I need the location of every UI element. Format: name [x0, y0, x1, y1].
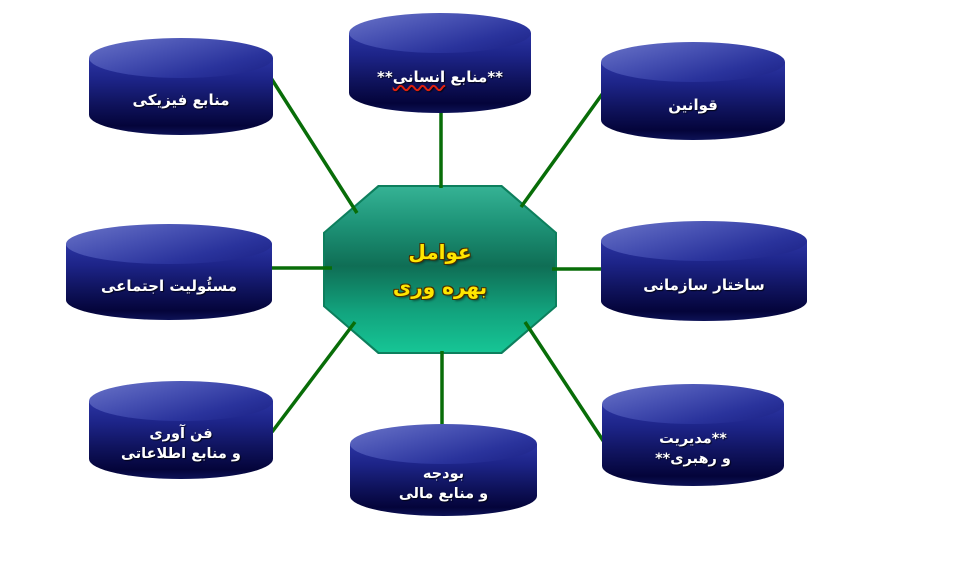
- cylinder-top: [66, 224, 272, 264]
- node-management-leadership: **مدیریت و رهبری**: [602, 384, 784, 486]
- center-title-line2: بهره وری: [392, 274, 488, 299]
- cylinder-top: [601, 42, 785, 82]
- cylinder-top: [349, 13, 531, 53]
- connector-top-right: [519, 91, 605, 209]
- node-laws: قوانین: [601, 42, 785, 140]
- node-label-line1: **مدیریت: [659, 430, 727, 447]
- node-human-resources: **منابع انسانی**: [349, 13, 531, 113]
- node-label-underlined: انسانی: [392, 67, 446, 86]
- node-label-text: ساختار سازمانی: [643, 275, 765, 294]
- node-organizational-structure: ساختار سازمانی: [601, 221, 807, 321]
- node-label: **منابع انسانی**: [349, 49, 531, 105]
- node-label: ساختار سازمانی: [601, 257, 807, 313]
- node-label-prefix: **منابع: [445, 67, 504, 86]
- cylinder-top: [89, 381, 273, 421]
- center-octagon-fill: [325, 187, 555, 352]
- connector-top-left: [269, 77, 359, 214]
- node-label-text: **منابع انسانی**: [377, 67, 503, 88]
- node-label-line2: و رهبری**: [655, 451, 731, 467]
- node-label: منابع فیزیکی: [89, 74, 273, 127]
- node-label-text: مسئُولیت اجتماعی: [100, 276, 238, 295]
- node-label-line2: و منابع مالی: [398, 486, 489, 502]
- node-label-text: قوانین: [668, 95, 718, 114]
- center-octagon: عوامل بهره وری: [323, 185, 557, 354]
- cylinder-top: [602, 384, 784, 424]
- node-label-suffix: **: [376, 67, 393, 86]
- node-label: بودجه و منابع مالی: [350, 460, 537, 508]
- cylinder-top: [89, 38, 273, 78]
- node-label: فن آوری و منابع اطلاعاتی: [89, 417, 273, 471]
- node-label-line1: بودجه: [422, 465, 465, 482]
- connector-bottom-left: [270, 320, 357, 434]
- node-technology-information-resources: فن آوری و منابع اطلاعاتی: [89, 381, 273, 479]
- node-label: مسئُولیت اجتماعی: [66, 260, 272, 312]
- node-label: **مدیریت و رهبری**: [602, 420, 784, 478]
- node-budget-financial-resources: بودجه و منابع مالی: [350, 424, 537, 516]
- cylinder-top: [350, 424, 537, 464]
- node-label: قوانین: [601, 78, 785, 132]
- center-title: عوامل بهره وری: [323, 185, 557, 354]
- cylinder-top: [601, 221, 807, 261]
- center-title-line1: عوامل: [408, 239, 472, 264]
- node-label-line1: فن آوری: [149, 425, 213, 442]
- node-label-line2: و منابع اطلاعاتی: [121, 446, 241, 462]
- node-social-responsibility: مسئُولیت اجتماعی: [66, 224, 272, 320]
- node-physical-resources: منابع فیزیکی: [89, 38, 273, 135]
- node-label-text: منابع فیزیکی: [132, 91, 230, 109]
- connector-bottom-right: [523, 321, 606, 443]
